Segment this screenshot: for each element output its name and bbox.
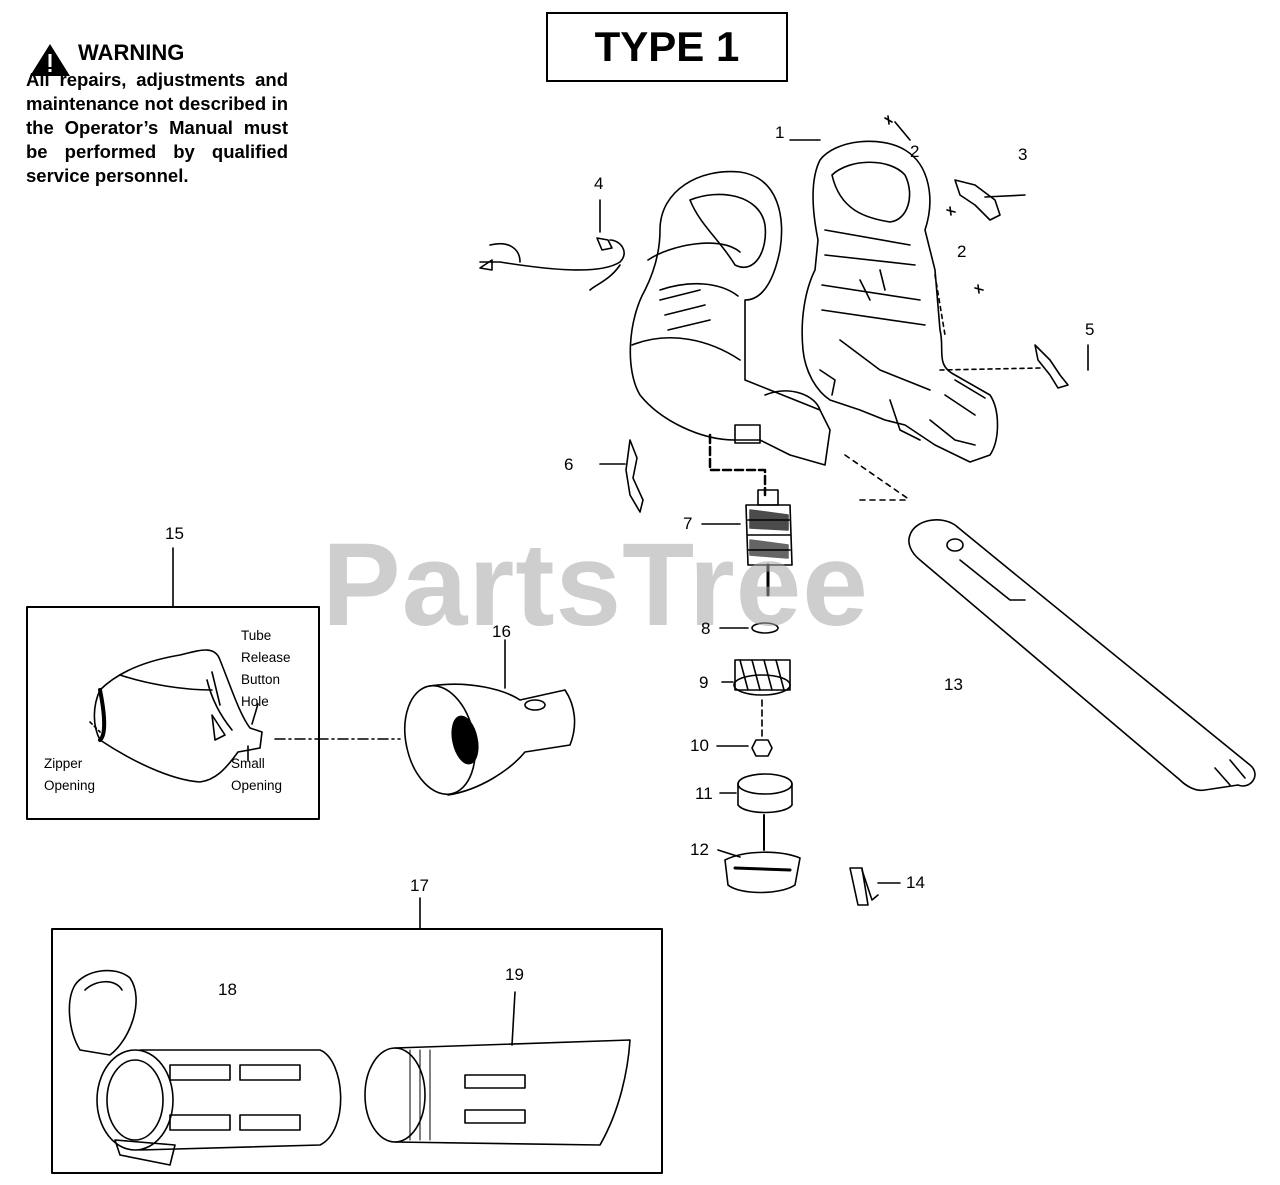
callout-10: 10 [690, 736, 709, 755]
label-line: Small [231, 756, 265, 771]
washer-part-8 [751, 622, 779, 634]
nut-part-10 [716, 739, 773, 757]
callout-14: 14 [906, 873, 925, 892]
label-line: Button [241, 672, 281, 687]
label-line: Hole [241, 694, 269, 709]
callout-5: 5 [1085, 320, 1095, 339]
callout-16: 16 [492, 622, 511, 641]
screws-part-2 [884, 115, 984, 294]
label-line: Tube [241, 628, 272, 643]
warning-icon-spacer [26, 40, 70, 66]
callout-18: 18 [218, 980, 237, 999]
label-tube-release-button-hole: Tube Release Button Hole [241, 625, 291, 713]
callout-3: 3 [1018, 145, 1028, 164]
switch-part-3 [954, 179, 1026, 221]
callout-17: 17 [410, 876, 429, 895]
blower-tube-part-13 [908, 519, 1256, 792]
screw-bag-part-14 [849, 867, 901, 906]
warning-heading: WARNING [78, 40, 185, 65]
inset-box-17 [51, 928, 663, 1174]
warning-text: All repairs, adjustments and maintenance… [26, 69, 288, 186]
warning-notice: WARNING All repairs, adjustments and mai… [26, 40, 288, 188]
vacuum-tube-part-18 [68, 969, 342, 1166]
callout-15: 15 [165, 524, 184, 543]
callout-1: 1 [775, 123, 785, 142]
cord-part-4 [479, 199, 625, 291]
clip-part-6 [599, 439, 644, 513]
elbow-tube-part-16 [404, 683, 576, 796]
label-line: Release [241, 650, 291, 665]
brush-part-5 [1034, 344, 1089, 389]
watermark: PartsTree [322, 519, 869, 651]
collection-bag-part-15 [89, 649, 263, 783]
type-title: TYPE 1 [546, 12, 788, 82]
vacuum-tube-part-19 [364, 991, 631, 1146]
housing-left-part-1 [629, 170, 831, 466]
callout-12: 12 [690, 840, 709, 859]
warning-heading-row: WARNING [26, 40, 288, 66]
callout-19: 19 [505, 965, 524, 984]
callout-2b: 2 [957, 242, 967, 261]
callout-13: 13 [944, 675, 963, 694]
fan-part-9 [721, 659, 791, 696]
callout-2a: 2 [910, 142, 920, 161]
callout-8: 8 [701, 619, 711, 638]
callout-6: 6 [564, 455, 574, 474]
housing-cap-part-11 [719, 773, 793, 814]
label-line: Opening [44, 778, 96, 793]
label-small-opening: Small Opening [231, 753, 282, 797]
callout-9: 9 [699, 673, 709, 692]
callout-4: 4 [594, 174, 604, 193]
callout-11: 11 [695, 784, 713, 803]
warning-triangle-icon [30, 44, 70, 76]
motor-part-7 [745, 489, 793, 597]
label-line: Opening [231, 778, 283, 793]
callout-7: 7 [683, 514, 693, 533]
impeller-cover-part-12 [717, 849, 801, 894]
label-line: Zipper [44, 756, 83, 771]
housing-right-part-1 [801, 140, 999, 463]
label-zipper-opening: Zipper Opening [44, 753, 95, 797]
